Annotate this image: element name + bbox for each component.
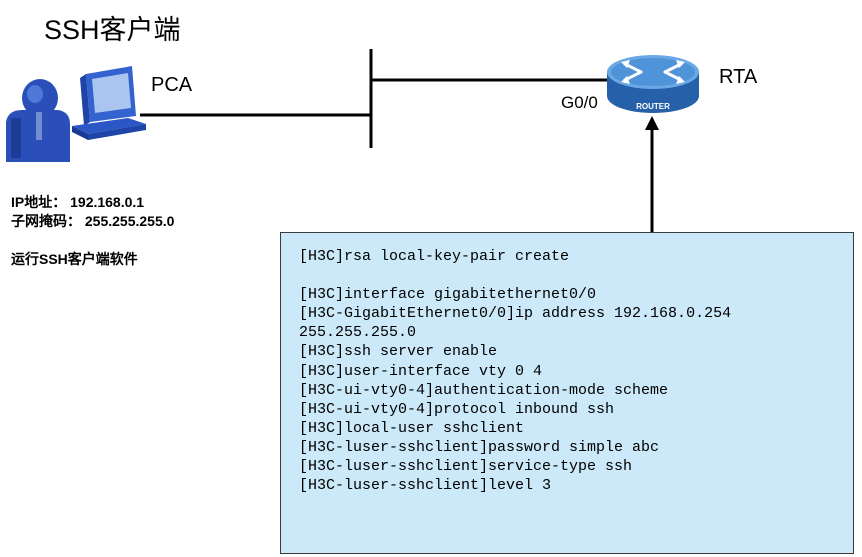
config-line: [H3C-luser-sshclient]password simple abc: [299, 438, 660, 456]
diagram-title: SSH客户端: [44, 15, 181, 45]
pc-ip-address: IP地址： 192.168.0.1: [11, 194, 145, 210]
config-line: [H3C]rsa local-key-pair create: [299, 248, 570, 265]
router-icon: [607, 55, 699, 113]
config-line: [299, 266, 853, 285]
user-computer-icon: [6, 66, 146, 162]
port-label: G0/0: [561, 93, 598, 112]
config-line: [H3C-ui-vty0-4]authentication-mode schem…: [299, 381, 669, 399]
pc-note: 运行SSH客户端软件: [11, 251, 138, 267]
config-line: [H3C]local-user sshclient: [299, 419, 525, 437]
config-line: [H3C]ssh server enable: [299, 343, 498, 361]
config-line: 255.255.255.0: [299, 324, 417, 342]
config-line: [H3C-luser-sshclient]level 3: [299, 477, 552, 495]
pc-subnet-mask: 子网掩码： 255.255.255.0: [11, 213, 175, 229]
config-line: [H3C-luser-sshclient]service-type ssh: [299, 458, 633, 476]
arrow-head: [645, 116, 659, 130]
router-badge: ROUTER: [636, 102, 670, 111]
config-lines: [H3C]rsa local-key-pair create [H3C]inter…: [299, 247, 853, 495]
config-line: [H3C]user-interface vty 0 4: [299, 362, 543, 380]
config-panel: [H3C]rsa local-key-pair create [H3C]inter…: [280, 232, 854, 554]
config-line: [H3C-ui-vty0-4]protocol inbound ssh: [299, 400, 615, 418]
pc-label: PCA: [151, 74, 193, 96]
config-line: [H3C]interface gigabitethernet0/0: [299, 286, 597, 304]
config-line: [H3C-GigabitEthernet0/0]ip address 192.1…: [299, 305, 732, 323]
router-label: RTA: [719, 66, 758, 88]
